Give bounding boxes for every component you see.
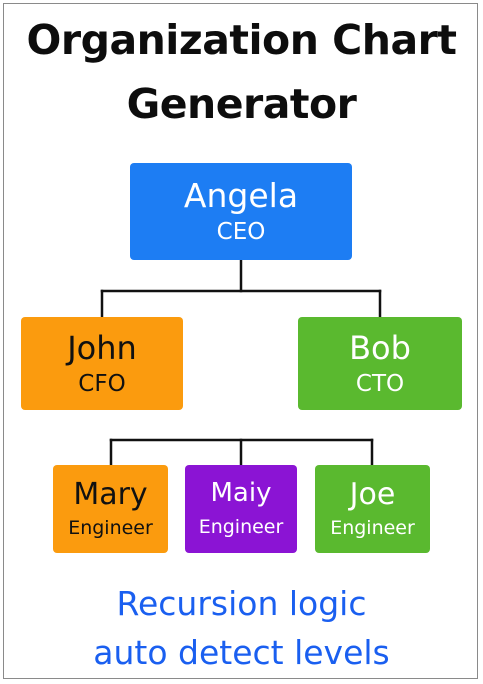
node-role: Engineer: [198, 516, 284, 539]
node-name: John: [67, 328, 137, 367]
node-role: CEO: [216, 219, 266, 246]
org-node-ceo: Angela CEO: [130, 163, 352, 260]
node-name: Bob: [349, 328, 411, 367]
node-name: Joe: [349, 476, 396, 512]
org-node-cto: Bob CTO: [298, 317, 462, 410]
node-role: Engineer: [68, 517, 153, 540]
org-node-engineer-1: Mary Engineer: [53, 465, 168, 553]
caption-line-2: auto detect levels: [93, 633, 390, 672]
node-name: Mary: [73, 476, 148, 512]
page-title-line-2: Generator: [126, 80, 357, 128]
node-name: Angela: [183, 176, 299, 216]
node-role: Engineer: [330, 517, 415, 540]
page-title-line-1: Organization Chart: [26, 16, 457, 64]
caption-line-1: Recursion logic: [116, 584, 367, 623]
org-node-engineer-2: Maiy Engineer: [185, 465, 297, 553]
node-name: Maiy: [210, 478, 272, 509]
org-node-cfo: John CFO: [21, 317, 183, 410]
org-node-engineer-3: Joe Engineer: [315, 465, 430, 553]
node-role: CFO: [78, 370, 126, 397]
node-role: CTO: [355, 370, 405, 397]
